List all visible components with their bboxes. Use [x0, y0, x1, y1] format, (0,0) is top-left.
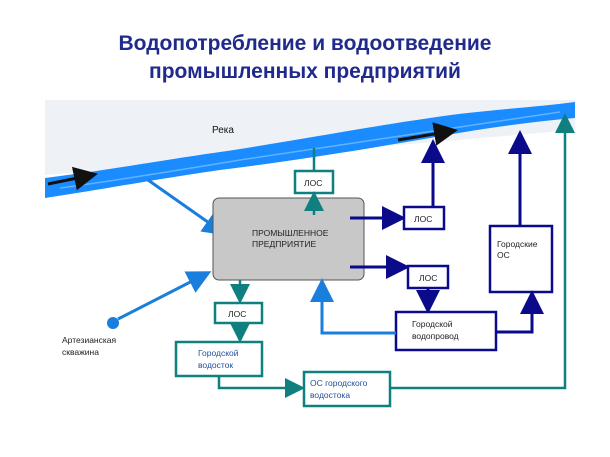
river-intake-arrow: [147, 178, 227, 236]
los-teal-bottom-label: ЛОС: [228, 309, 246, 319]
city-water-supply-box: [394, 310, 498, 352]
storm-sewer-treatment-box: [302, 370, 392, 408]
title-line-1: Водопотребление и водоотведение: [118, 32, 492, 55]
artesian-well-dot: [107, 317, 119, 329]
city-treatment-label-line-1: Городские: [497, 239, 538, 249]
los-navy-upper-label: ЛОС: [414, 214, 432, 224]
los-teal-top-label: ЛОС: [304, 178, 322, 188]
well-to-plant-arrow: [117, 271, 212, 321]
water-supply-to-city-treatment-arrow: [496, 290, 544, 334]
sewer-treatment-to-river-arrow: [390, 113, 575, 390]
river-flow-arrow-right: [397, 122, 458, 146]
river-flow-arrow-left: [47, 166, 98, 191]
well-label-line-1: Артезианская: [62, 335, 116, 345]
water-supply-label-line-2: водопровод: [412, 331, 459, 341]
city-treatment-label-line-2: ОС: [497, 250, 510, 260]
river-label: Река: [212, 125, 234, 136]
water-supply-to-plant-arrow: [310, 278, 396, 335]
water-supply-label-line-1: Городской: [412, 319, 453, 329]
industrial-plant-box: [212, 197, 365, 281]
los-navy-lower-label: ЛОС: [419, 273, 437, 283]
plant-label-line-2: ПРЕДПРИЯТИЕ: [252, 239, 317, 249]
title-line-2: промышленных предприятий: [149, 60, 461, 83]
los-navy-upper-box: [402, 205, 446, 231]
sewer-to-sewer-treatment-arrow: [217, 376, 305, 398]
sewer-os-label-line-1: ОС городского: [310, 378, 368, 388]
sewer-os-label-line-2: водостока: [310, 390, 350, 400]
sewer-label-line-2: водосток: [198, 360, 233, 370]
page-title: Водопотребление и водоотведение промышле…: [0, 30, 610, 86]
sewer-label-line-1: Городской: [198, 348, 239, 358]
well-label-line-2: скважина: [62, 347, 99, 357]
plant-label-line-1: ПРОМЫШЛЕННОЕ: [252, 228, 329, 238]
